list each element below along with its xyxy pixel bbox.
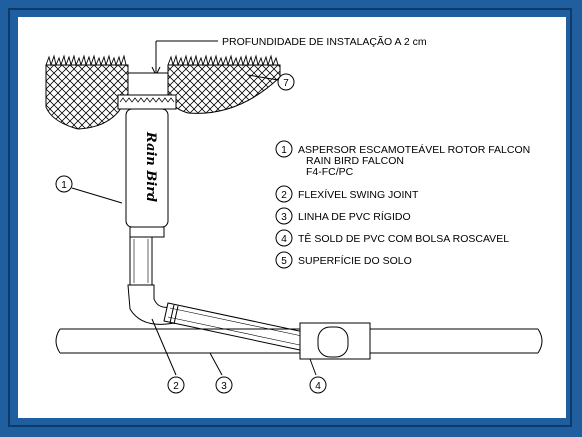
brand-mark: Rain Bird <box>143 131 158 202</box>
installation-diagram: PROFUNDIDADE DE INSTALAÇÃO A 2 cm 7 Rain… <box>45 35 543 394</box>
frame-inner-border <box>8 8 572 427</box>
svg-text:SUPERFÍCIE DO SOLO: SUPERFÍCIE DO SOLO <box>298 254 412 267</box>
svg-text:F4-FC/PC: F4-FC/PC <box>306 166 354 178</box>
svg-text:3: 3 <box>281 212 287 223</box>
legend-item-1: 1 ASPERSOR ESCAMOTEÁVEL ROTOR FALCON RAI… <box>275 140 530 178</box>
swing-joint <box>127 236 319 354</box>
svg-text:FLEXÍVEL SWING JOINT: FLEXÍVEL SWING JOINT <box>298 188 419 201</box>
svg-text:3: 3 <box>221 381 227 392</box>
soil-section <box>45 54 281 130</box>
sprinkler-body: Rain Bird <box>117 72 177 238</box>
svg-text:LINHA DE PVC RÍGIDO: LINHA DE PVC RÍGIDO <box>298 210 411 223</box>
svg-text:TÊ SOLD DE PVC COM BOLSA ROSCA: TÊ SOLD DE PVC COM BOLSA ROSCAVEL <box>298 232 509 245</box>
svg-text:4: 4 <box>315 381 321 392</box>
legend-item-3: 3 LINHA DE PVC RÍGIDO <box>275 207 411 225</box>
callout-2: 2 <box>151 318 185 394</box>
svg-text:1: 1 <box>61 180 67 191</box>
svg-text:4: 4 <box>281 234 287 245</box>
callout-1: 1 <box>55 175 123 204</box>
svg-text:5: 5 <box>281 256 287 267</box>
callout-4: 4 <box>309 358 327 394</box>
svg-text:RAIN BIRD FALCON: RAIN BIRD FALCON <box>306 155 404 167</box>
callout-7: 7 <box>247 73 295 91</box>
callout-3: 3 <box>209 352 233 394</box>
legend-item-5: 5 SUPERFÍCIE DO SOLO <box>275 251 412 269</box>
legend-item-4: 4 TÊ SOLD DE PVC COM BOLSA ROSCAVEL <box>275 229 509 247</box>
svg-text:2: 2 <box>281 190 287 201</box>
svg-text:2: 2 <box>173 381 179 392</box>
pvc-main-line <box>55 322 543 360</box>
legend: 1 ASPERSOR ESCAMOTEÁVEL ROTOR FALCON RAI… <box>275 140 530 269</box>
svg-text:1: 1 <box>281 145 287 156</box>
drawing-canvas: PROFUNDIDADE DE INSTALAÇÃO A 2 cm 7 Rain… <box>18 17 566 418</box>
svg-text:7: 7 <box>283 78 289 89</box>
depth-label: PROFUNDIDADE DE INSTALAÇÃO A 2 cm <box>222 35 427 48</box>
legend-item-2: 2 FLEXÍVEL SWING JOINT <box>275 185 419 203</box>
svg-text:ASPERSOR ESCAMOTEÁVEL ROTOR FA: ASPERSOR ESCAMOTEÁVEL ROTOR FALCON <box>298 143 530 156</box>
